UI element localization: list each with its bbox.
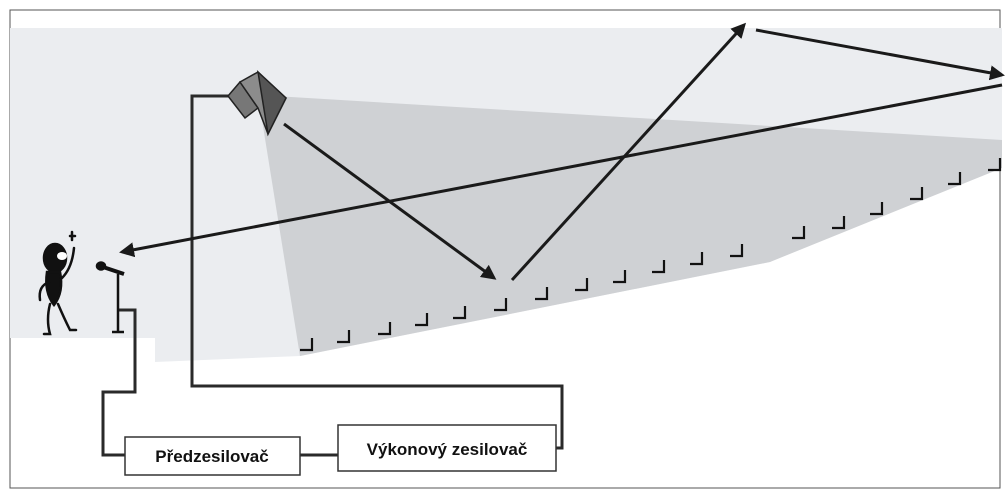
speaker-coverage-area (258, 95, 1002, 356)
seat-icon (415, 313, 429, 327)
mic-cable (101, 308, 137, 457)
preamp-label: Předzesilovač (155, 447, 268, 466)
seat-icon (730, 244, 744, 258)
signal-cables (101, 94, 564, 457)
seat-icon (494, 298, 508, 312)
seat-icon (378, 322, 392, 336)
amp-to-speaker-cable (190, 94, 564, 450)
seat-icon (792, 226, 806, 240)
seat-icon (690, 252, 704, 266)
seat-icon (988, 158, 1002, 172)
seat-icon (870, 202, 884, 216)
reflection-arrow-ceiling (755, 28, 1005, 81)
person-icon (38, 230, 78, 336)
reflection-arrow-up (510, 22, 747, 282)
seat-icon (300, 338, 314, 352)
seat-icon (652, 260, 666, 274)
power-amp-label: Výkonový zesilovač (367, 440, 528, 459)
seat-icon (337, 330, 351, 344)
seat-icon (948, 172, 962, 186)
sound-paths (119, 22, 1005, 282)
seat-icon (613, 270, 627, 284)
loudspeaker-icon (227, 69, 287, 137)
power-amp-box: Výkonový zesilovač (337, 424, 557, 472)
seat-icon (832, 216, 846, 230)
seat-icon (535, 287, 549, 301)
audience-seats (300, 158, 1002, 352)
microphone-icon (95, 261, 125, 334)
feedback-arrow (119, 83, 1003, 258)
seat-icon (575, 278, 589, 292)
seat-icon (910, 187, 924, 201)
seat-icon (453, 306, 467, 320)
preamp-box: Předzesilovač (124, 436, 301, 476)
